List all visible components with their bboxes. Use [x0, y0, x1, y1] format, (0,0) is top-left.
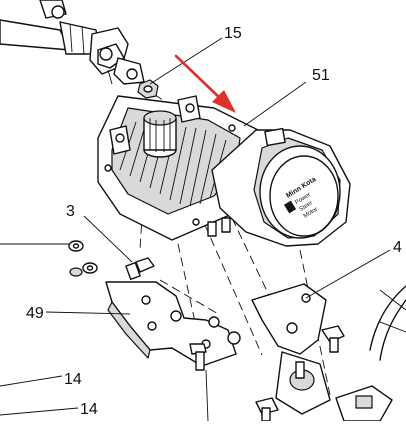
universal-joint — [89, 27, 145, 85]
red-arrow-indicator — [174, 54, 236, 113]
connector-plugs — [109, 95, 201, 155]
callout-labels: 15 51 3 4 49 14 14 — [26, 25, 402, 418]
callout-51: 51 — [312, 67, 330, 84]
nut-15 — [137, 37, 223, 99]
mounting-bracket-49 — [105, 281, 241, 367]
output-spline — [143, 110, 177, 158]
steering-shaft — [0, 0, 101, 55]
callout-4: 4 — [393, 239, 402, 256]
callout-49: 49 — [26, 305, 44, 322]
callout-3: 3 — [66, 203, 75, 220]
bolts-and-washers — [68, 240, 209, 422]
steering-motor-assembly: Minn Kota Power Steer Motor — [97, 95, 351, 247]
lower-bracket-4 — [251, 283, 406, 422]
callout-14-upper: 14 — [64, 371, 82, 388]
callout-14-lower: 14 — [80, 401, 98, 418]
callout-15: 15 — [224, 25, 242, 42]
cables — [369, 285, 406, 361]
leader-lines — [0, 81, 391, 416]
